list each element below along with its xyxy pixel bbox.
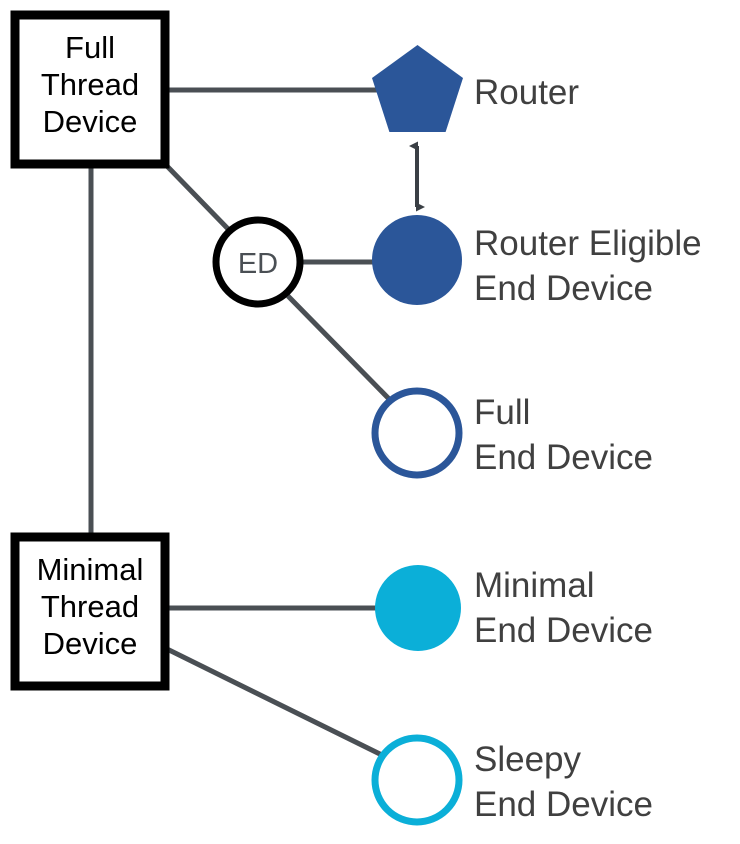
minimal-thread-device-label-line-2: Thread	[41, 589, 139, 624]
node-ed[interactable]: ED	[212, 216, 304, 308]
router-eligible-end-device-circle-icon[interactable]	[372, 215, 462, 305]
sleepy-end-device-circle-icon[interactable]	[371, 734, 463, 826]
ed-node-label: ED	[238, 248, 278, 280]
legend-item-router[interactable]: Router	[372, 45, 579, 132]
minimal-thread-device-label-line-1: Minimal	[37, 552, 144, 587]
legend-item-full-end-device[interactable]: Full End Device	[371, 387, 653, 479]
router-pentagon-icon[interactable]	[372, 45, 463, 132]
minimal-end-device-circle-icon[interactable]	[375, 565, 461, 651]
minimal-thread-device-box[interactable]	[10, 532, 170, 691]
full-thread-device-label-line-3: Device	[43, 104, 138, 139]
minimal-end-device-label-line-1: Minimal	[474, 566, 595, 605]
legend-item-router-eligible-end-device[interactable]: Router Eligible End Device	[372, 215, 702, 308]
minimal-end-device-label-line-2: End Device	[474, 611, 653, 650]
sleepy-end-device-label-line-1: Sleepy	[474, 740, 582, 779]
legend-item-sleepy-end-device[interactable]: Sleepy End Device	[371, 734, 653, 826]
connector-ed-to-fed	[286, 294, 396, 406]
router-eligible-end-device-label-line-1: Router Eligible	[474, 224, 702, 263]
connector-mtd-to-sed	[163, 645, 394, 763]
node-full-thread-device[interactable]: Full Thread Device	[10, 10, 170, 169]
full-end-device-label-line-1: Full	[474, 393, 530, 432]
full-end-device-circle-icon[interactable]	[371, 387, 463, 479]
ed-circle[interactable]	[212, 216, 304, 308]
minimal-thread-device-label-line-3: Device	[43, 626, 138, 661]
full-end-device-label-line-2: End Device	[474, 438, 653, 477]
sleepy-end-device-label-line-2: End Device	[474, 785, 653, 824]
connector-lines	[88, 87, 425, 763]
full-thread-device-label-line-1: Full	[65, 30, 115, 65]
connector-ftd-to-ed	[163, 162, 234, 235]
node-minimal-thread-device[interactable]: Minimal Thread Device	[10, 532, 170, 691]
full-thread-device-label-line-2: Thread	[41, 67, 139, 102]
router-label-line-1: Router	[474, 73, 579, 112]
full-thread-device-box[interactable]	[10, 10, 170, 169]
router-eligible-end-device-label-line-2: End Device	[474, 269, 653, 308]
legend-item-minimal-end-device[interactable]: Minimal End Device	[375, 565, 653, 651]
